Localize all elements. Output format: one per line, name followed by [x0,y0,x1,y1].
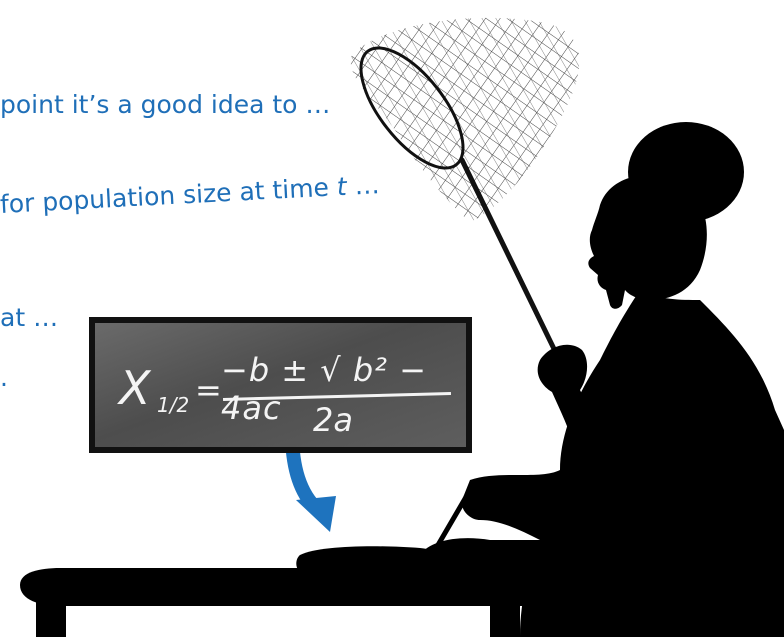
formula-equals: = [195,371,222,409]
caption-line-4-text: . [0,363,8,392]
formula-denominator: 2a [313,401,353,439]
caption-line-4: . [0,363,8,392]
formula-lhs: X [119,361,151,415]
woman-silhouette-icon [420,122,784,637]
caption-line-1-text: point it’s a good idea to … [0,90,331,119]
quadratic-formula: X 1/2 = −b ± √ b² − 4ac 2a [95,323,466,447]
formula-numerator: −b ± √ b² − 4ac [221,351,427,427]
caption-line-3-text: at … [0,303,59,332]
caption-line-1: point it’s a good idea to … [0,90,330,119]
formula-lhs-subscript: 1/2 [157,393,190,417]
caption-line-3: at … [0,303,58,332]
desk-icon [20,546,560,637]
chalkboard: X 1/2 = −b ± √ b² − 4ac 2a [89,317,472,453]
